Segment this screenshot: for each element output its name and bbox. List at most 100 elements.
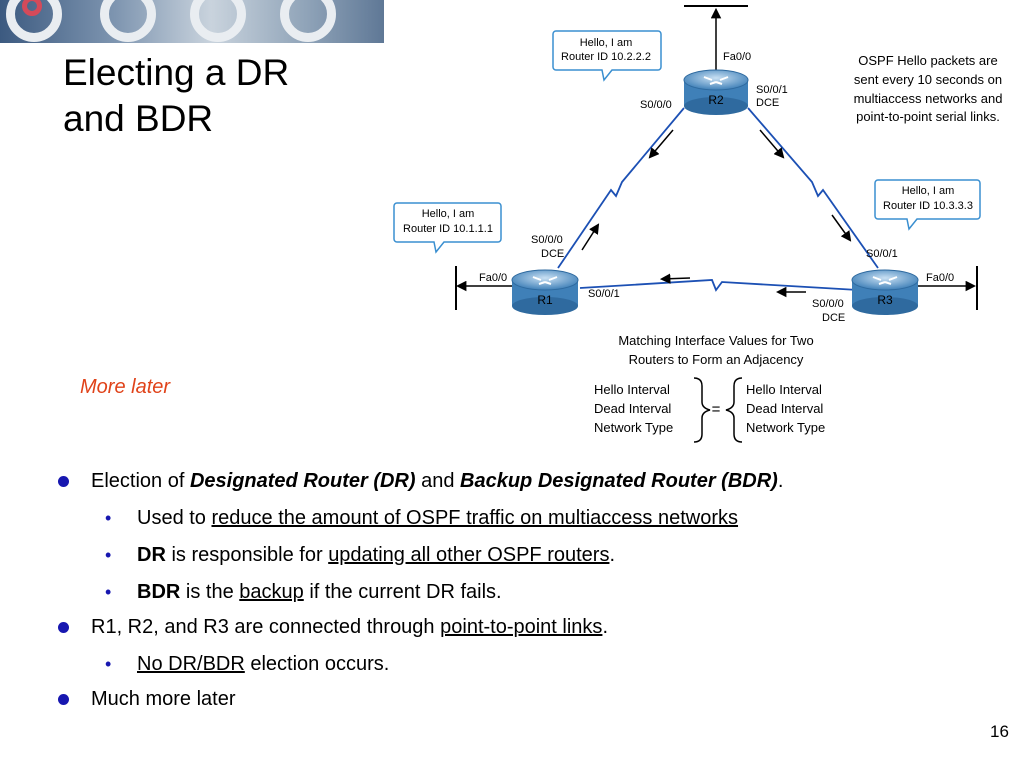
matching-equals: = (712, 401, 721, 418)
term-bdr: BDR (137, 581, 181, 603)
hello-arrow (659, 273, 691, 284)
bullet-text: Election of (91, 470, 190, 492)
bullet-sub-icon: • (105, 508, 112, 528)
callout-r2-line-1: Hello, I am (580, 37, 633, 49)
r3-s000-label: S0/0/0 (812, 298, 844, 310)
slide-title-line-1: Electing a DR (63, 52, 290, 93)
banner-disk (22, 0, 42, 16)
matching-left-item: Dead Interval (594, 401, 671, 416)
r3-fa-label: Fa0/0 (926, 272, 954, 284)
hello-note-line: point-to-point serial links. (856, 109, 1000, 124)
bullet-dot-icon (58, 476, 69, 487)
serial-link-r2-r3 (747, 107, 879, 269)
ospf-topology-diagram: R2 R1 R3 Hello, I am Router ID 10.2.2.2 … (393, 5, 1003, 443)
r1-s000-label: S0/0/0 (531, 234, 563, 246)
r2-s001-dce-label: DCE (756, 97, 779, 109)
bullet-text: and (415, 470, 461, 492)
r2-s000-label: S0/0/0 (640, 99, 672, 111)
bullet-text: . (777, 470, 784, 492)
underlined-text: backup (239, 581, 304, 603)
r1-s000-dce-label: DCE (541, 248, 564, 260)
serial-link-r1-r2 (557, 107, 685, 269)
brace-icon (725, 377, 743, 443)
serial-link-r1-r3 (579, 279, 859, 292)
underlined-text: updating all other OSPF routers (328, 544, 610, 566)
matching-values: Matching Interface Values for Two Router… (594, 333, 825, 443)
matching-right-item: Hello Interval (746, 382, 822, 397)
router-r3: R3 (851, 269, 919, 315)
callout-r3-line-2: Router ID 10.3.3.3 (883, 200, 973, 212)
bullet-text: election occurs. (244, 653, 390, 675)
bullet-dot-icon (58, 694, 69, 705)
hello-note-line: OSPF Hello packets are (858, 53, 997, 68)
header-banner-image (0, 0, 384, 43)
bullet-item: Much more later (58, 686, 938, 713)
bullet-item: Election of Designated Router (DR) and B… (58, 468, 938, 495)
callout-r1-line-2: Router ID 10.1.1.1 (403, 223, 493, 235)
callout-r1: Hello, I am Router ID 10.1.1.1 (393, 202, 502, 254)
slide-title: Electing a DR and BDR (63, 50, 289, 142)
bullet-text: . (609, 544, 616, 566)
banner-disk (100, 0, 156, 42)
underlined-text: No DR/BDR (137, 653, 245, 675)
bullet-dot-icon (58, 622, 69, 633)
bullet-sub-icon: • (105, 654, 112, 674)
bullet-text: Much more later (91, 688, 236, 710)
sub-bullet-item: • No DR/BDR election occurs. (58, 650, 938, 678)
hello-note-line: multiaccess networks and (854, 91, 1003, 106)
r3-s000-dce-label: DCE (822, 312, 845, 324)
banner-disk (190, 0, 246, 42)
callout-r2-line-2: Router ID 10.2.2.2 (561, 51, 651, 63)
hello-note: OSPF Hello packets are sent every 10 sec… (854, 53, 1003, 124)
r3-s001-label: S0/0/1 (866, 248, 898, 260)
term-bdr: Backup Designated Router (BDR) (460, 470, 778, 492)
callout-r2: Hello, I am Router ID 10.2.2.2 (552, 30, 662, 82)
brace-icon (693, 377, 711, 443)
matching-left-item: Network Type (594, 420, 673, 435)
matching-title-line: Routers to Form an Adjacency (629, 352, 804, 367)
hello-arrow (581, 223, 600, 251)
sub-bullet-item: • Used to reduce the amount of OSPF traf… (58, 504, 938, 532)
bullet-sub-icon: • (105, 545, 112, 565)
router-r1: R1 (511, 269, 579, 315)
r1-s001-label: S0/0/1 (588, 288, 620, 300)
matching-left-item: Hello Interval (594, 382, 670, 397)
bullet-list: Election of Designated Router (DR) and B… (58, 460, 938, 713)
underlined-text: point-to-point links (440, 616, 603, 638)
bullet-text: Used to (137, 507, 212, 529)
router-r2: R2 (683, 69, 749, 115)
sub-bullet-item: • BDR is the backup if the current DR fa… (58, 578, 938, 606)
bullet-item: R1, R2, and R3 are connected through poi… (58, 614, 938, 641)
callout-r1-line-1: Hello, I am (422, 208, 475, 220)
more-later-note: More later (80, 376, 171, 398)
bullet-text: is responsible for (165, 544, 329, 566)
sub-bullet-item: • DR is responsible for updating all oth… (58, 541, 938, 569)
term-dr: DR (137, 544, 166, 566)
page-number: 16 (990, 722, 1009, 741)
matching-right-item: Network Type (746, 420, 825, 435)
matching-title-line: Matching Interface Values for Two (618, 333, 813, 348)
matching-right-item: Dead Interval (746, 401, 823, 416)
bullet-text: R1, R2, and R3 are connected through (91, 616, 441, 638)
bullet-text: if the current DR fails. (303, 581, 502, 603)
callout-r3-line-1: Hello, I am (902, 185, 955, 197)
r2-fa-label: Fa0/0 (723, 51, 751, 63)
term-dr: Designated Router (DR) (189, 470, 416, 492)
r2-s001-label: S0/0/1 (756, 84, 788, 96)
bullet-sub-icon: • (105, 582, 112, 602)
hello-note-line: sent every 10 seconds on (854, 72, 1002, 87)
bullet-text: . (602, 616, 608, 638)
banner-disk (6, 0, 62, 42)
banner-disk (280, 0, 336, 42)
hello-arrow (759, 129, 785, 159)
slide-title-line-2: and BDR (63, 98, 214, 139)
r1-fa-label: Fa0/0 (479, 272, 507, 284)
router-r3-label: R3 (877, 293, 893, 307)
hello-arrow (831, 214, 852, 242)
hello-arrow (648, 129, 674, 159)
bullet-text: is the (180, 581, 240, 603)
callout-r3: Hello, I am Router ID 10.3.3.3 (874, 179, 981, 231)
underlined-text: reduce the amount of OSPF traffic on mul… (211, 507, 739, 529)
router-r1-label: R1 (537, 293, 553, 307)
router-r2-label: R2 (708, 93, 724, 107)
